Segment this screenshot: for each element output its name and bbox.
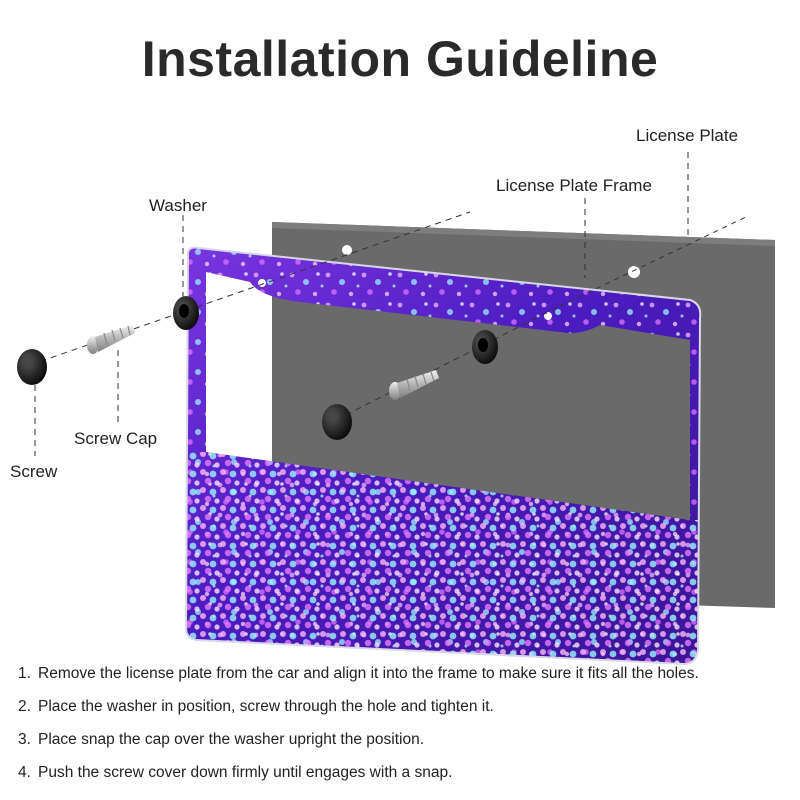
screw-cap-left (17, 349, 47, 385)
label-screw: Screw (10, 462, 58, 481)
page-title: Installation Guideline (141, 31, 659, 87)
plate-hole-right (628, 266, 640, 278)
label-washer: Washer (149, 196, 207, 215)
instruction-steps: 1.Remove the license plate from the car … (18, 664, 699, 796)
screw-cap-right (322, 404, 352, 440)
license-plate-frame (184, 246, 702, 666)
label-license-plate: License Plate (636, 126, 739, 145)
screw-right (389, 370, 439, 400)
step-item: 3.Place snap the cap over the washer upr… (18, 731, 425, 748)
plate-hole-left (342, 245, 352, 255)
label-screw-cap: Screw Cap (74, 429, 158, 448)
screw-left (87, 325, 135, 354)
step-item: 1.Remove the license plate from the car … (18, 665, 699, 682)
step-item: 4.Push the screw cover down firmly until… (18, 764, 453, 781)
label-license-plate-frame: License Plate Frame (496, 176, 652, 195)
step-item: 2.Place the washer in position, screw th… (18, 698, 494, 715)
washer-left (173, 296, 199, 330)
washer-right (472, 330, 498, 364)
